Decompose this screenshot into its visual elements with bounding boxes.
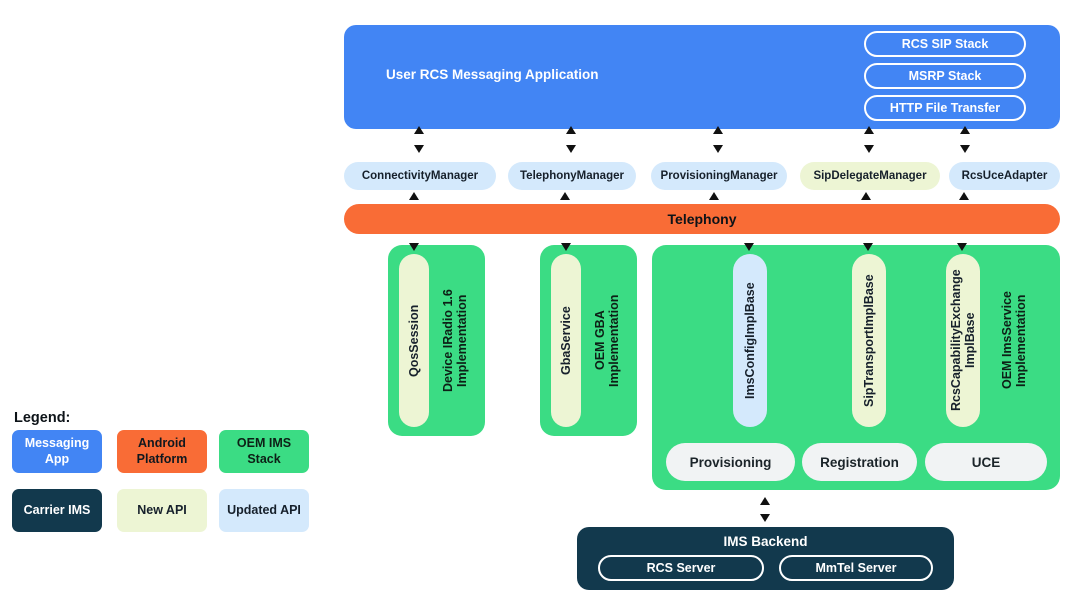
legend-item-android-platform: Android Platform [117,430,207,473]
arrow-up-imsbackend-to-oem [760,497,770,505]
api-pill-siptransportimplbase[interactable]: SipTransportImplBase [852,254,886,427]
oem-label-device-iradio: Device IRadio 1.6 Implementation [441,289,469,392]
manager-rcsuceadapter[interactable]: RcsUceAdapter [949,162,1060,190]
legend-item-oem-ims-stack: OEM IMS Stack [219,430,309,473]
legend-title: Legend: [14,410,71,426]
legend-item-new-api: New API [117,489,207,532]
arrow-down-oem-to-imsbackend [760,514,770,522]
arrow-up-telephony-to-connectivitymanager [409,192,419,200]
arrow-down-telephony-to-gbaservice [561,243,571,251]
service-pill-registration[interactable]: Registration [802,443,917,481]
api-pill-siptransportimplbase-label: SipTransportImplBase [862,274,876,407]
api-pill-rcscapabilityexchangeimplbase-label: RcsCapabilityExchange ImplBase [949,269,977,412]
legend-item-messaging-app: Messaging App [12,430,102,473]
app-layer-title: User RCS Messaging Application [386,67,599,82]
rcs-server-pill: RCS Server [598,555,764,581]
api-pill-rcscapabilityexchangeimplbase[interactable]: RcsCapabilityExchange ImplBase [946,254,980,427]
user-rcs-messaging-application-block [344,25,1060,129]
manager-telephonymanager[interactable]: TelephonyManager [508,162,636,190]
mmtel-server-pill: MmTel Server [779,555,933,581]
arrow-down-app-to-sipdelegatemanager [864,145,874,153]
arrow-down-telephony-to-siptransportimplbase [863,243,873,251]
arrow-up-telephony-to-sipdelegatemanager [861,192,871,200]
http-file-transfer-pill: HTTP File Transfer [864,95,1026,121]
manager-connectivitymanager[interactable]: ConnectivityManager [344,162,496,190]
arrow-up-telephony-to-telephonymanager [560,192,570,200]
oem-label-oem-gba: OEM GBA Implementation [593,294,621,387]
manager-provisioningmanager[interactable]: ProvisioningManager [651,162,787,190]
msrp-stack-pill: MSRP Stack [864,63,1026,89]
arrow-down-telephony-to-imsconfigimplbase [744,243,754,251]
api-pill-gbaservice-label: GbaService [559,306,573,375]
manager-sipdelegatemanager[interactable]: SipDelegateManager [800,162,940,190]
ims-backend-title: IMS Backend [723,534,808,549]
service-pill-provisioning[interactable]: Provisioning [666,443,795,481]
api-pill-qossession[interactable]: QosSession [399,254,429,427]
api-pill-gbaservice[interactable]: GbaService [551,254,581,427]
api-pill-imsconfigimplbase-label: ImsConfigImplBase [743,282,757,399]
oem-label-oem-imsservice: OEM ImsService Implementation [1000,291,1028,390]
arrow-down-app-to-telephonymanager [566,145,576,153]
api-pill-imsconfigimplbase[interactable]: ImsConfigImplBase [733,254,767,427]
rcs-sip-stack-pill: RCS SIP Stack [864,31,1026,57]
arrow-up-rcsuceadapter-to-app [960,126,970,134]
arrow-down-telephony-to-rcscapabilityexchange [957,243,967,251]
arrow-up-telephony-to-provisioningmanager [709,192,719,200]
arrow-up-telephonymanager-to-app [566,126,576,134]
arrow-down-telephony-to-qossession [409,243,419,251]
service-pill-uce[interactable]: UCE [925,443,1047,481]
arrow-down-app-to-rcsuceadapter [960,145,970,153]
arrow-down-app-to-provisioningmanager [713,145,723,153]
arrow-up-sipdelegatemanager-to-app [864,126,874,134]
arrow-up-provisioningmanager-to-app [713,126,723,134]
legend-item-updated-api: Updated API [219,489,309,532]
api-pill-qossession-label: QosSession [407,304,421,377]
legend-item-carrier-ims: Carrier IMS [12,489,102,532]
arrow-down-app-to-connectivitymanager [414,145,424,153]
telephony-platform-bar: Telephony [344,204,1060,234]
arrow-up-telephony-to-rcsuceadapter [959,192,969,200]
arrow-up-connectivitymanager-to-app [414,126,424,134]
